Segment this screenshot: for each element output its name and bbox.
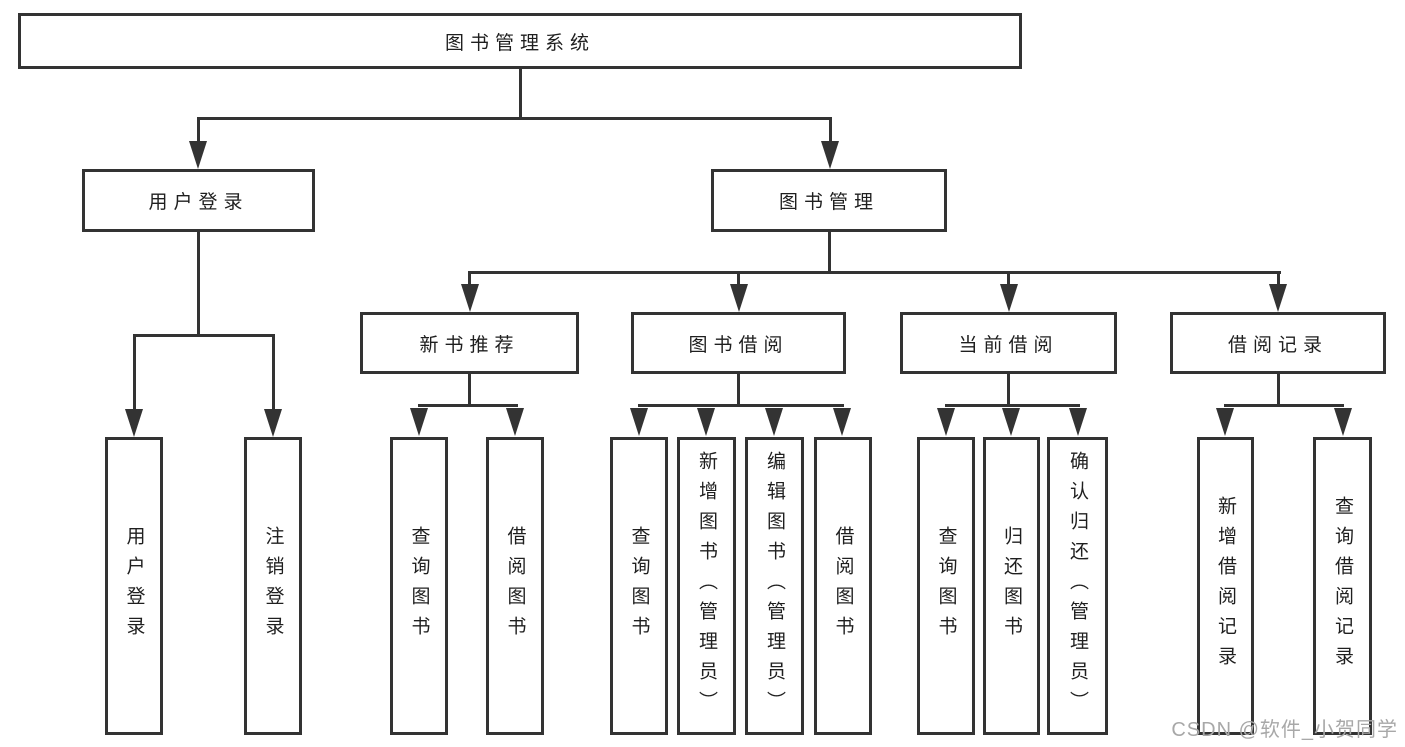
arrow-down-icon: [937, 408, 955, 436]
connector-line: [133, 334, 136, 410]
leaf-confirm-return-admin: 确认归还（管理员）: [1047, 437, 1108, 735]
connector-line: [1007, 374, 1010, 407]
arrow-down-icon: [1216, 408, 1234, 436]
arrow-down-icon: [730, 284, 748, 312]
csdn-watermark: CSDN @软件_小贺同学: [1171, 719, 1398, 741]
connector-line: [197, 117, 832, 120]
connector-line: [737, 271, 740, 287]
connector-line: [468, 271, 471, 287]
leaf-add-borrow-record: 新增借阅记录: [1197, 437, 1254, 735]
arrow-down-icon: [1269, 284, 1287, 312]
leaf-user-login: 用户登录: [105, 437, 163, 735]
arrow-down-icon: [1069, 408, 1087, 436]
leaf-edit-book-admin: 编辑图书（管理员）: [745, 437, 804, 735]
connector-line: [519, 69, 522, 120]
connector-line: [1007, 271, 1010, 287]
leaf-logout: 注销登录: [244, 437, 302, 735]
connector-line: [468, 374, 471, 407]
leaf-borrow-books-borrowing: 借阅图书: [814, 437, 872, 735]
arrow-down-icon: [630, 408, 648, 436]
arrow-down-icon: [506, 408, 524, 436]
arrow-down-icon: [697, 408, 715, 436]
leaf-query-books-recommend: 查询图书: [390, 437, 448, 735]
connector-line: [197, 232, 200, 336]
arrow-down-icon: [264, 409, 282, 437]
arrow-down-icon: [125, 409, 143, 437]
node-root: 图书管理系统: [18, 13, 1022, 69]
connector-line: [272, 334, 275, 410]
node-borrowing-records: 借阅记录: [1170, 312, 1386, 374]
leaf-borrow-books-recommend: 借阅图书: [486, 437, 544, 735]
arrow-down-icon: [1000, 284, 1018, 312]
arrow-down-icon: [765, 408, 783, 436]
connector-line: [197, 117, 200, 145]
leaf-query-borrow-record: 查询借阅记录: [1313, 437, 1372, 735]
connector-line: [829, 117, 832, 145]
node-current-borrowing: 当前借阅: [900, 312, 1117, 374]
arrow-down-icon: [821, 141, 839, 169]
connector-line: [1277, 374, 1280, 407]
arrow-down-icon: [410, 408, 428, 436]
connector-line: [828, 232, 831, 274]
arrow-down-icon: [833, 408, 851, 436]
connector-line: [468, 271, 1281, 274]
arrow-down-icon: [189, 141, 207, 169]
arrow-down-icon: [461, 284, 479, 312]
connector-line: [1224, 404, 1344, 407]
node-user-login: 用户登录: [82, 169, 315, 232]
node-book-management: 图书管理: [711, 169, 947, 232]
arrow-down-icon: [1334, 408, 1352, 436]
node-book-borrowing: 图书借阅: [631, 312, 846, 374]
connector-line: [418, 404, 518, 407]
leaf-query-books-borrowing: 查询图书: [610, 437, 668, 735]
connector-line: [737, 374, 740, 407]
arrow-down-icon: [1002, 408, 1020, 436]
connector-line: [133, 334, 275, 337]
leaf-return-book: 归还图书: [983, 437, 1040, 735]
leaf-query-books-current: 查询图书: [917, 437, 975, 735]
connector-line: [1277, 271, 1280, 287]
connector-line: [945, 404, 1080, 407]
leaf-add-book-admin: 新增图书（管理员）: [677, 437, 736, 735]
node-new-book-recommend: 新书推荐: [360, 312, 579, 374]
connector-line: [638, 404, 844, 407]
